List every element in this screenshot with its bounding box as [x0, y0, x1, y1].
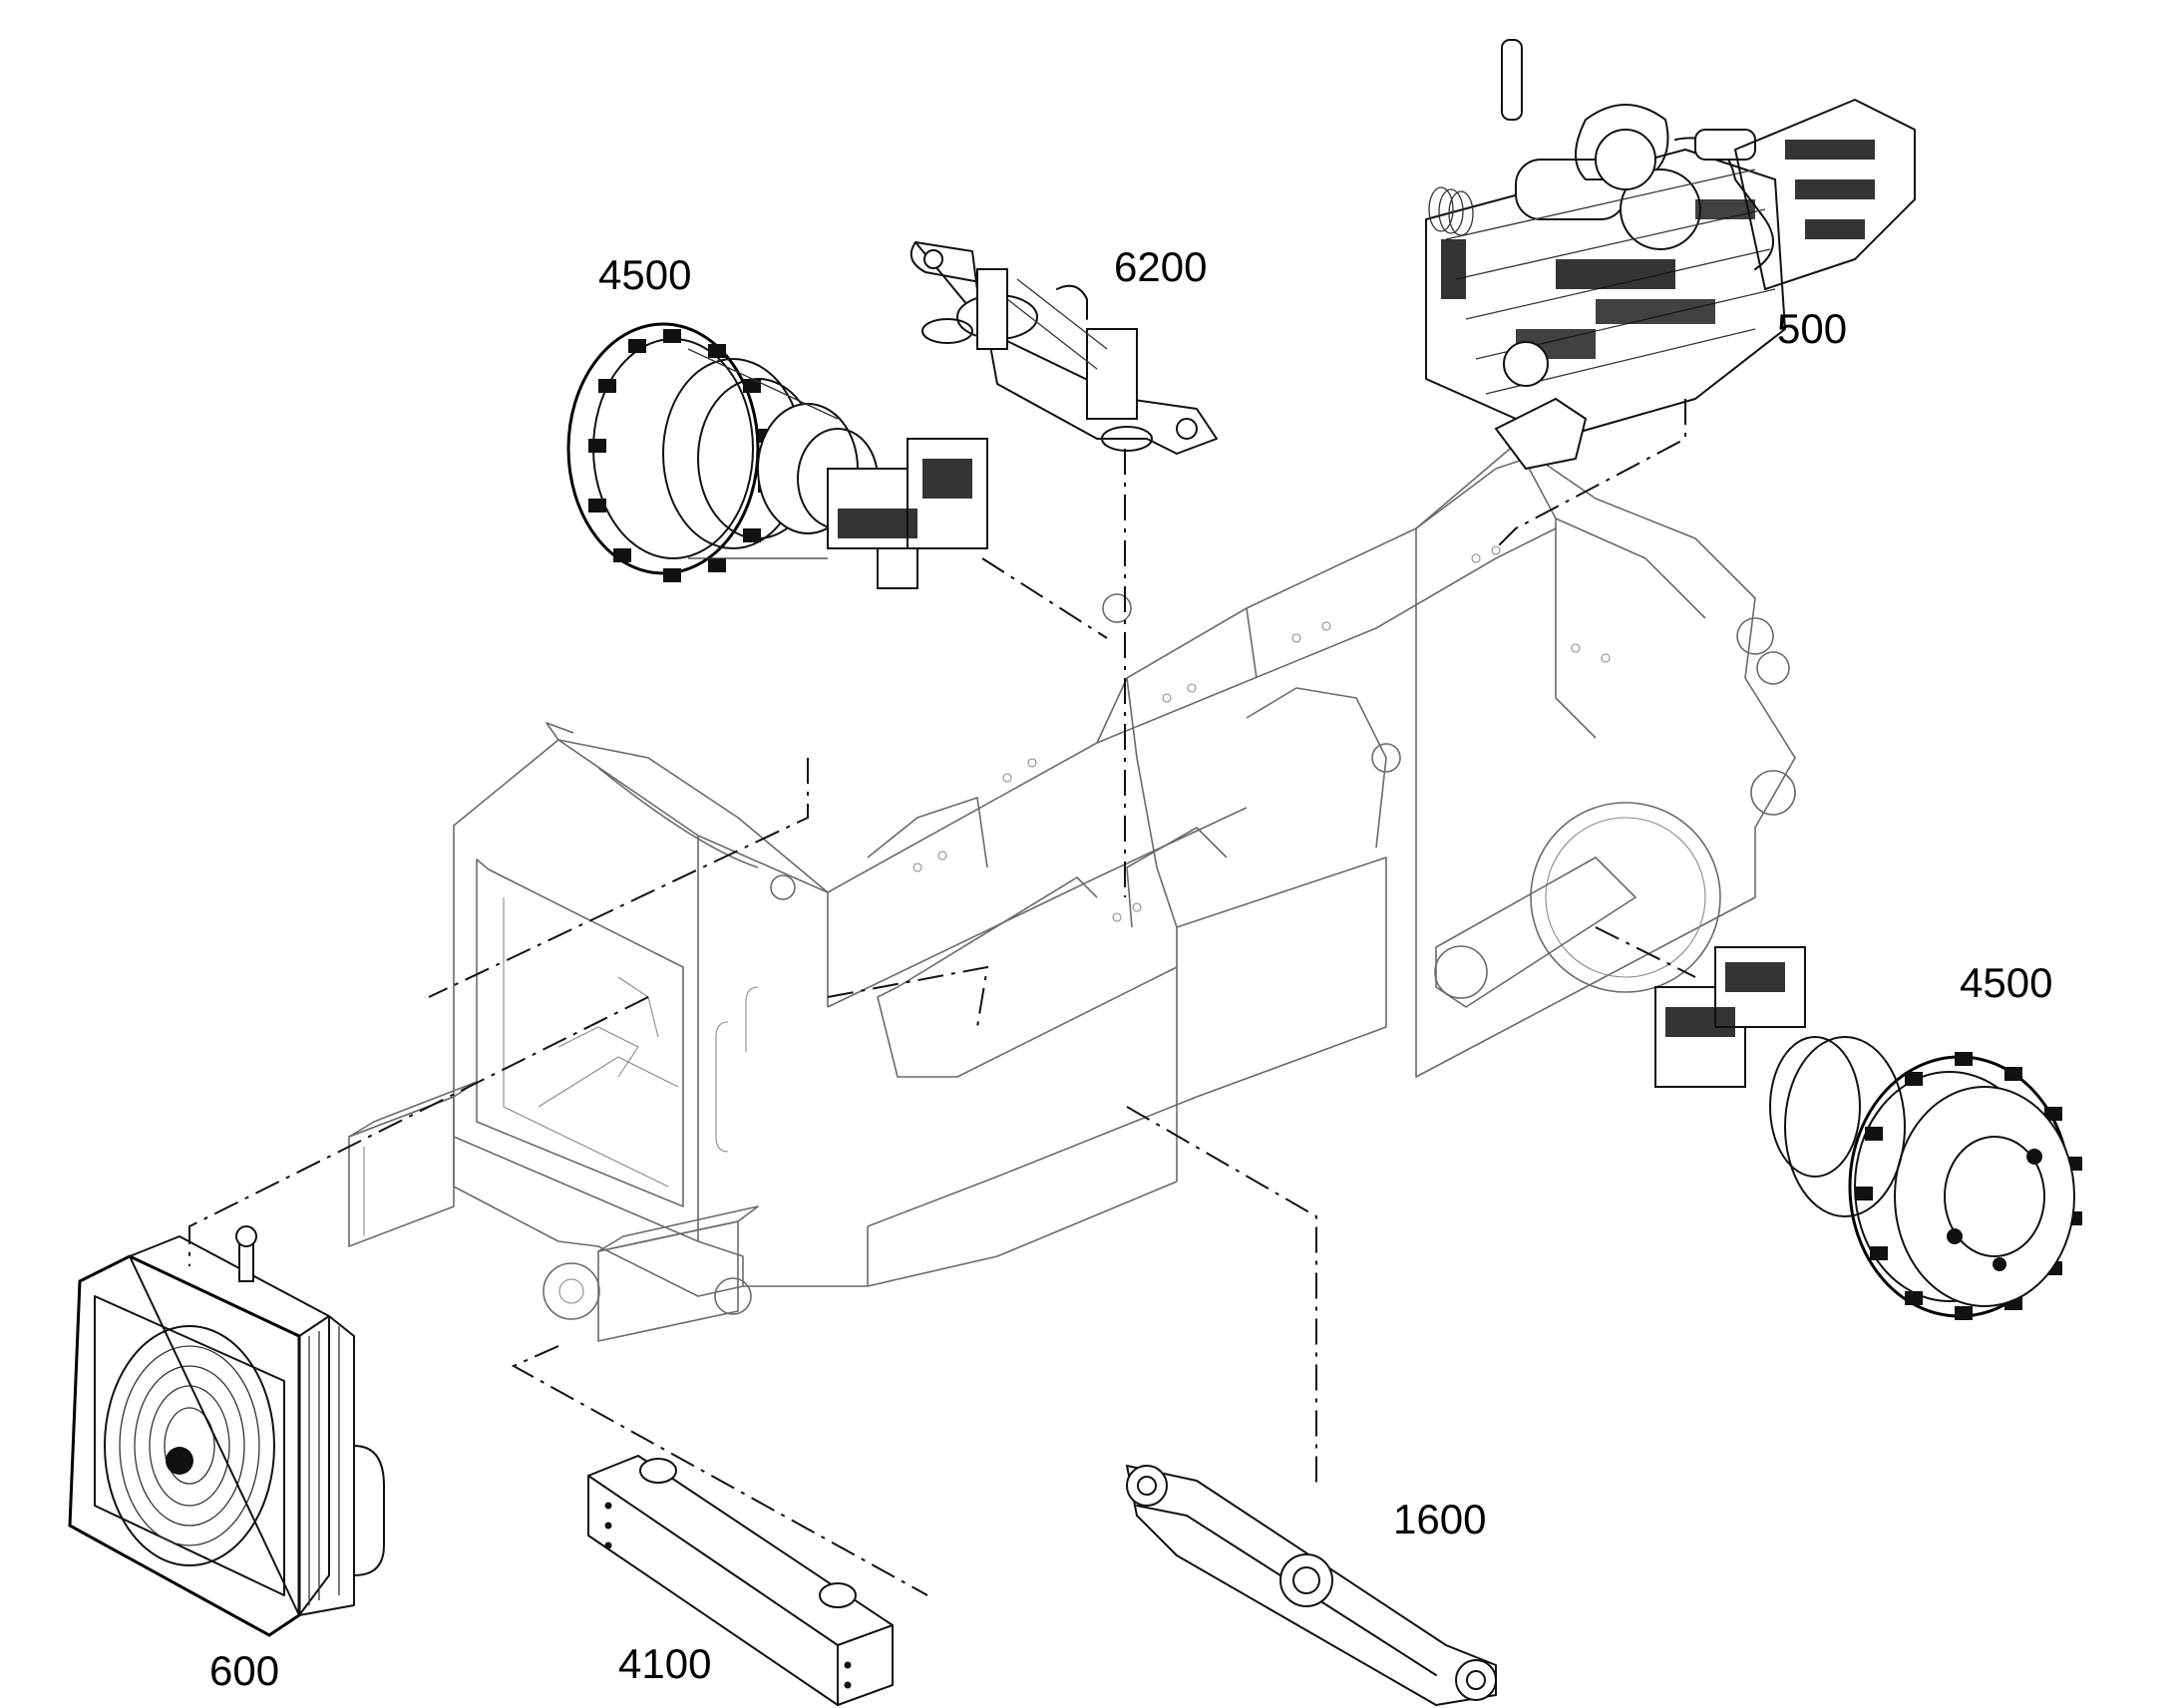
callout-equalizer-bar: 1600 — [1393, 1496, 1487, 1542]
beam-4100 — [587, 1455, 894, 1706]
callout-track-drive-right: 4500 — [1960, 959, 2053, 1006]
main-frame — [348, 443, 1796, 1342]
engine-500 — [1425, 39, 1916, 471]
track-drive-right-4500 — [1654, 946, 2082, 1320]
track-drive-left-4500 — [566, 322, 988, 589]
leader-lines — [188, 399, 1696, 1596]
equalizer-bar-1600 — [1126, 1465, 1497, 1706]
callout-beam: 4100 — [618, 1640, 712, 1687]
callout-trunnion: 6200 — [1114, 243, 1208, 290]
trunnion-6200 — [909, 241, 1218, 455]
callout-track-drive-left: 4500 — [598, 251, 692, 298]
callout-engine: 500 — [1777, 305, 1848, 352]
radiator-600 — [68, 1225, 385, 1637]
callout-radiator: 600 — [209, 1647, 280, 1694]
